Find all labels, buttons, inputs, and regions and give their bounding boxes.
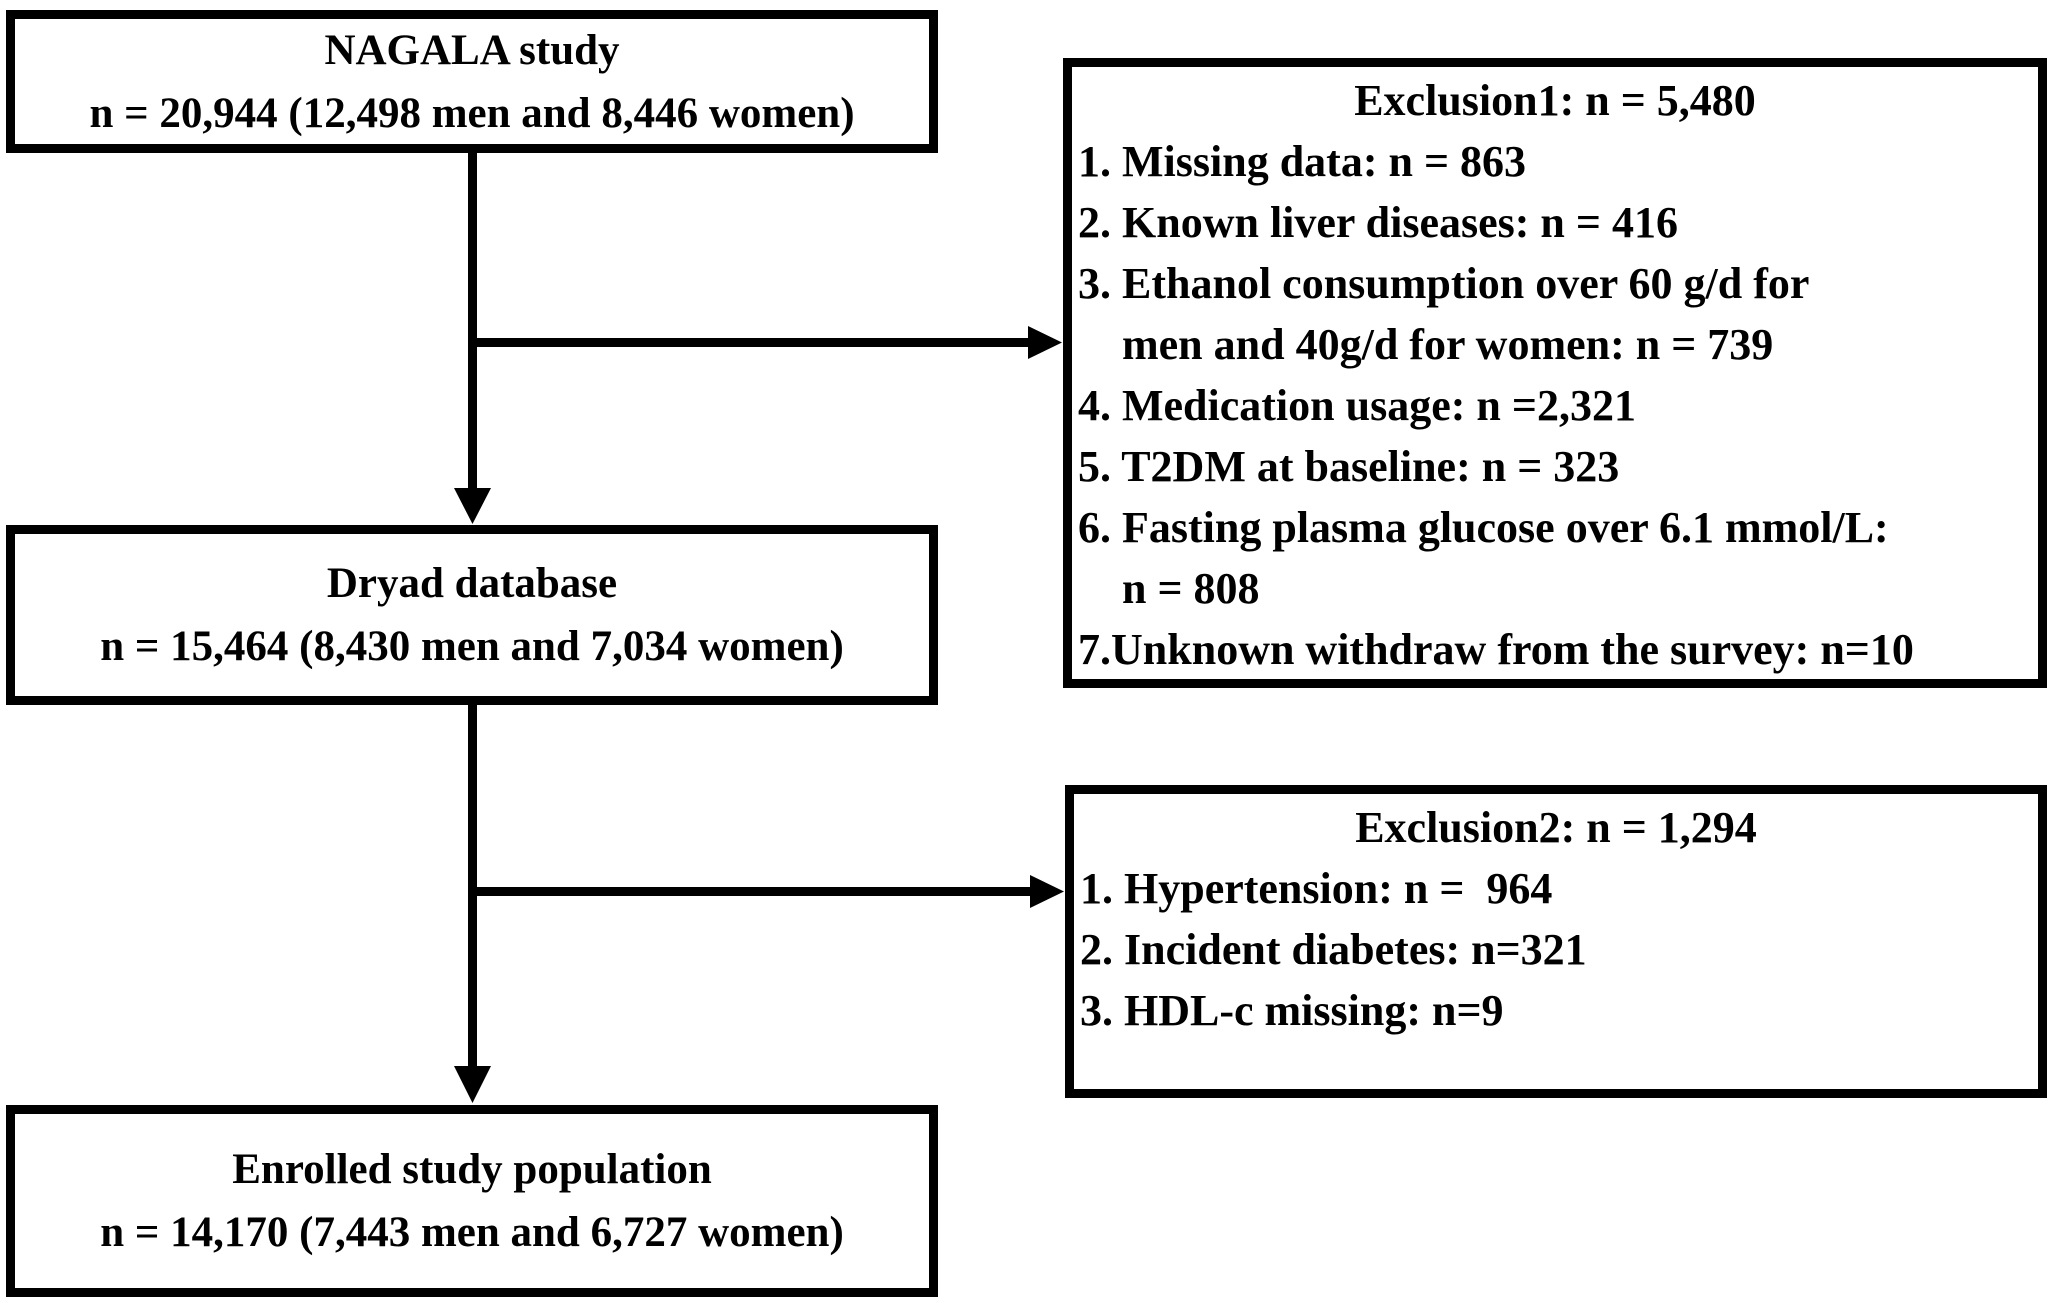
enrolled-population-count: n = 14,170 (7,443 men and 6,727 women) [100,1209,844,1256]
exclusion1-item-3: 3. Ethanol consumption over 60 g/d for [1078,259,1810,308]
arrow-dryad-to-enrolled [454,704,491,1103]
exclusion1-item-6: 6. Fasting plasma glucose over 6.1 mmol/… [1078,503,1889,552]
enrolled-population-title: Enrolled study population [232,1146,712,1193]
exclusion2-title: Exclusion2: n = 1,294 [1355,803,1757,852]
exclusion2-item-3: 3. HDL-c missing: n=9 [1080,986,1504,1035]
exclusion2-box: Exclusion2: n = 1,294 1. Hypertension: n… [1065,785,2047,1098]
dryad-database-count: n = 15,464 (8,430 men and 7,034 women) [100,623,844,670]
exclusion1-item-2: 2. Known liver diseases: n = 416 [1078,198,1678,247]
dryad-database-title: Dryad database [326,560,618,607]
arrow-branch-to-exclusion1 [472,326,1062,359]
nagala-study-title: NAGALA study [324,26,620,74]
exclusion1-title: Exclusion1: n = 5,480 [1354,76,1756,125]
arrow-branch-to-exclusion2 [472,875,1064,908]
exclusion2-item-2: 2. Incident diabetes: n=321 [1080,925,1587,974]
arrow-nagala-to-dryad [454,152,491,524]
exclusion1-item-5: 5. T2DM at baseline: n = 323 [1078,442,1620,491]
dryad-database-box: Dryad database n = 15,464 (8,430 men and… [6,525,938,705]
exclusion1-box: Exclusion1: n = 5,480 1. Missing data: n… [1063,58,2047,688]
exclusion1-item-1: 1. Missing data: n = 863 [1078,137,1527,186]
nagala-study-count: n = 20,944 (12,498 men and 8,446 women) [89,89,855,137]
exclusion1-item-4: 4. Medication usage: n =2,321 [1078,381,1636,430]
exclusion1-item-6-continued: n = 808 [1122,564,1260,613]
exclusion1-item-3-continued: men and 40g/d for women: n = 739 [1122,320,1774,369]
enrolled-population-box: Enrolled study population n = 14,170 (7,… [6,1105,938,1297]
exclusion2-item-1: 1. Hypertension: n = 964 [1080,864,1553,913]
nagala-study-box: NAGALA study n = 20,944 (12,498 men and … [6,10,938,153]
exclusion1-item-7: 7.Unknown withdraw from the survey: n=10 [1078,625,1914,674]
